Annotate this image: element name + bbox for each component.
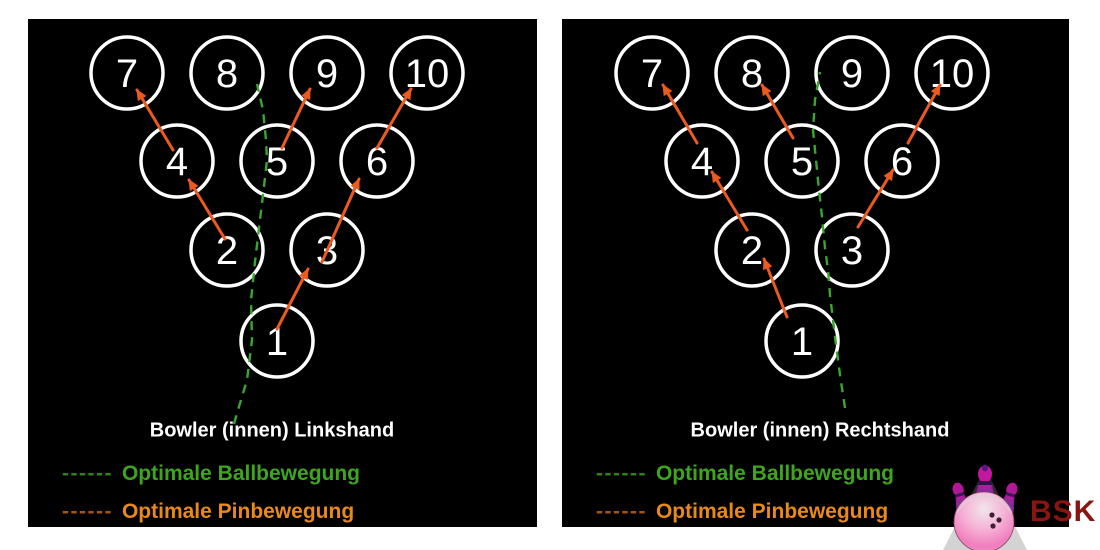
pin-9-number: 9 (316, 52, 338, 96)
pin-8-circle (714, 35, 790, 111)
pin-movement-dash-icon: ------ (62, 500, 113, 523)
ball-movement-dash-icon: ------ (596, 462, 647, 485)
panel-title-rechtshand: Bowler (innen) Rechtshand (690, 419, 950, 442)
pin-5-number: 5 (266, 140, 288, 184)
bowling-pins-ball-icon (943, 464, 1027, 550)
pin-4-circle (139, 123, 215, 199)
pin-4-number: 4 (691, 140, 713, 184)
legend-pin-movement: ------ Optimale Pinbewegung (596, 501, 888, 522)
pin-5-circle (764, 123, 840, 199)
pin-6-number: 6 (366, 140, 388, 184)
pin-7-number: 7 (116, 52, 138, 96)
bsk-logo: BSK (935, 455, 1100, 550)
pin-movement-arrow-3-to-6 (856, 168, 895, 229)
pin-movement-arrow-6-to-10 (906, 83, 942, 145)
pin-movement-arrow-6-to-10 (375, 87, 413, 150)
pin-6-number: 6 (891, 140, 913, 184)
pin-movement-arrow-5-to-9 (280, 87, 312, 150)
pin-1-circle (239, 303, 315, 379)
pin-3-circle (814, 212, 890, 288)
pin-2-number: 2 (741, 229, 763, 273)
pin-8-number: 8 (216, 52, 238, 96)
pin-2-circle (714, 212, 790, 288)
pin-movement-arrow-4-to-7 (135, 88, 175, 152)
pin-3-circle (289, 212, 365, 288)
pin-10-circle (389, 35, 465, 111)
pin-2-number: 2 (216, 229, 238, 273)
pin-1-number: 1 (266, 320, 288, 364)
pin-movement-arrow-1-to-2 (762, 257, 789, 319)
pin-2-circle (189, 212, 265, 288)
pin-6-circle (864, 123, 940, 199)
pin-movement-arrow-2-to-4 (710, 170, 749, 232)
legend-ball-movement: ------ Optimale Ballbewegung (62, 463, 360, 484)
pin-3-number: 3 (841, 229, 863, 273)
ball-movement-dash-icon: ------ (62, 462, 113, 485)
pin-movement-label: Optimale Pinbewegung (655, 500, 889, 523)
ball-movement-label: Optimale Ballbewegung (121, 462, 361, 485)
pin-5-circle (239, 123, 315, 199)
pin-5-number: 5 (791, 140, 813, 184)
pin-8-number: 8 (741, 52, 763, 96)
pin-1-number: 1 (791, 320, 813, 364)
pin-10-circle (914, 35, 990, 111)
ball-movement-path (811, 71, 847, 409)
pin-8-circle (189, 35, 265, 111)
pin-movement-arrow-2-to-4 (187, 178, 227, 241)
ball-movement-label: Optimale Ballbewegung (655, 462, 895, 485)
pin-9-number: 9 (841, 52, 863, 96)
pin-9-circle (289, 35, 365, 111)
pin-7-number: 7 (641, 52, 663, 96)
pin-movement-arrow-4-to-7 (661, 83, 699, 145)
pin-movement-arrow-5-to-8 (760, 83, 795, 140)
pin-movement-arrow-3-to-6 (320, 177, 361, 264)
legend-pin-movement: ------ Optimale Pinbewegung (62, 501, 354, 522)
pin-movement-dash-icon: ------ (596, 500, 647, 523)
ball-movement-path (232, 83, 269, 425)
legend-ball-movement: ------ Optimale Ballbewegung (596, 463, 894, 484)
pin-6-circle (339, 123, 415, 199)
panel-title-linkshand: Bowler (innen) Linkshand (149, 419, 395, 442)
pin-4-circle (664, 123, 740, 199)
bsk-logo-text: BSK (1030, 495, 1097, 528)
pin-4-number: 4 (166, 140, 188, 184)
pin-1-circle (764, 303, 840, 379)
pin-7-circle (89, 35, 165, 111)
pin-movement-arrow-1-to-3 (275, 267, 310, 331)
pin-movement-label: Optimale Pinbewegung (121, 500, 355, 523)
pin-9-circle (814, 35, 890, 111)
pin-7-circle (614, 35, 690, 111)
